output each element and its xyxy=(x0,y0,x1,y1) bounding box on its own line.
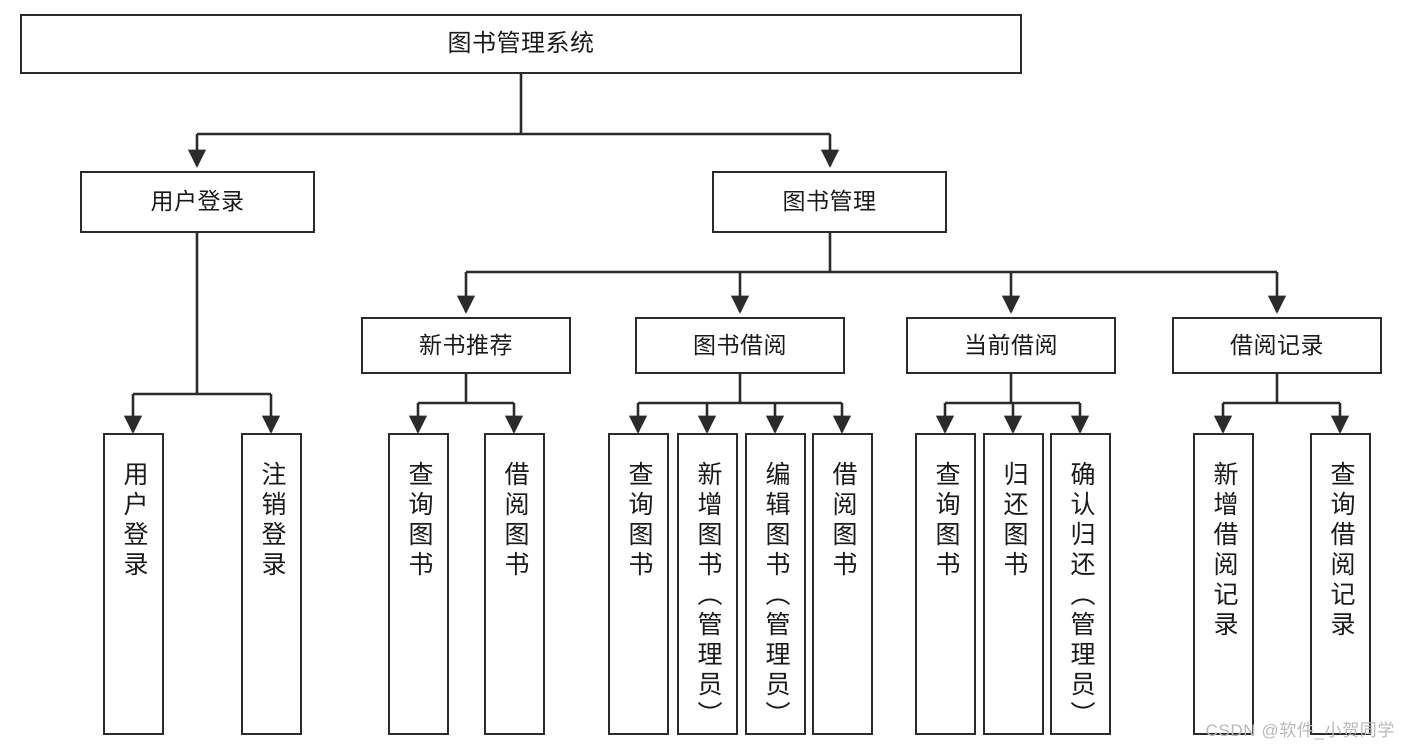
node-label: 新书推荐 xyxy=(419,331,513,358)
node-label: 编辑图书（管理员） xyxy=(762,461,790,731)
node-label: 归还图书 xyxy=(1000,461,1028,581)
node-borrow-records[interactable]: 借阅记录 xyxy=(1172,317,1382,374)
leaf-current-confirm-return-admin[interactable]: 确认归还（管理员） xyxy=(1050,433,1111,735)
node-label: 图书管理 xyxy=(782,188,877,215)
leaf-records-query-record[interactable]: 查询借阅记录 xyxy=(1310,433,1371,735)
node-label: 借阅记录 xyxy=(1230,331,1324,358)
node-label: 确认归还（管理员） xyxy=(1067,461,1095,731)
watermark: CSDN @软件_小贺同学 xyxy=(1205,721,1395,740)
leaf-borrow-add-book-admin[interactable]: 新增图书（管理员） xyxy=(677,433,738,735)
node-label: 新增借阅记录 xyxy=(1210,461,1238,641)
leaf-borrow-query-book[interactable]: 查询图书 xyxy=(608,433,669,735)
node-label: 图书借阅 xyxy=(693,331,787,358)
leaf-borrow-borrow-book[interactable]: 借阅图书 xyxy=(812,433,873,735)
node-user-login[interactable]: 用户登录 xyxy=(80,171,315,233)
node-book-management[interactable]: 图书管理 xyxy=(712,171,947,233)
node-label: 用户登录 xyxy=(150,188,245,215)
node-new-book-recommend[interactable]: 新书推荐 xyxy=(361,317,571,374)
node-label: 查询图书 xyxy=(932,461,960,581)
leaf-logout[interactable]: 注销登录 xyxy=(241,433,302,735)
leaf-user-login[interactable]: 用户登录 xyxy=(103,433,164,735)
node-root-system[interactable]: 图书管理系统 xyxy=(20,14,1022,74)
node-label: 用户登录 xyxy=(120,461,148,581)
leaf-borrow-edit-book-admin[interactable]: 编辑图书（管理员） xyxy=(745,433,806,735)
node-label: 注销登录 xyxy=(258,461,286,581)
leaf-current-query-book[interactable]: 查询图书 xyxy=(915,433,976,735)
node-label: 查询图书 xyxy=(625,461,653,581)
node-label: 新增图书（管理员） xyxy=(694,461,722,731)
leaf-records-add-record[interactable]: 新增借阅记录 xyxy=(1193,433,1254,735)
leaf-recommend-query-book[interactable]: 查询图书 xyxy=(388,433,449,735)
node-book-borrow[interactable]: 图书借阅 xyxy=(635,317,845,374)
node-label: 当前借阅 xyxy=(964,331,1058,358)
node-current-borrow[interactable]: 当前借阅 xyxy=(906,317,1116,374)
node-label: 借阅图书 xyxy=(501,461,529,581)
node-label: 借阅图书 xyxy=(829,461,857,581)
leaf-current-return-book[interactable]: 归还图书 xyxy=(983,433,1044,735)
node-label: 查询图书 xyxy=(405,461,433,581)
node-label: 图书管理系统 xyxy=(447,29,595,57)
node-label: 查询借阅记录 xyxy=(1327,461,1355,641)
leaf-recommend-borrow-book[interactable]: 借阅图书 xyxy=(484,433,545,735)
